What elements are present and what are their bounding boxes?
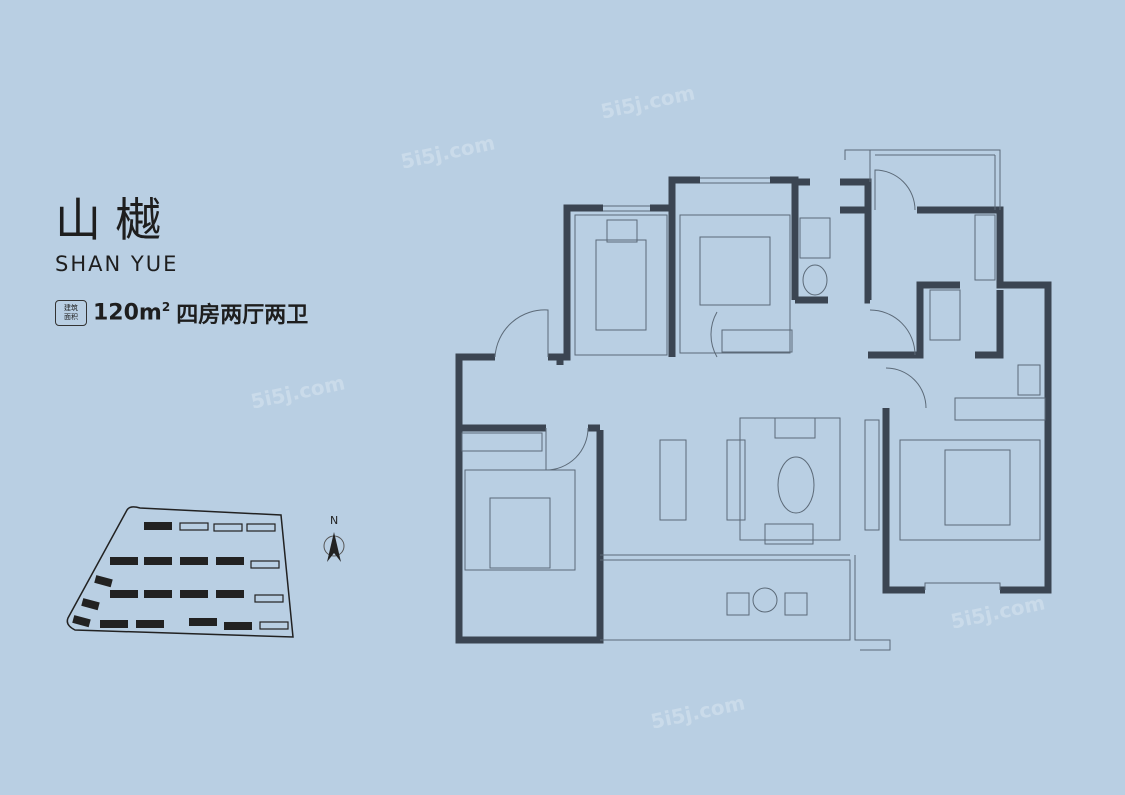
fixtures [461,149,1046,651]
badge-line2: 面积 [64,313,78,321]
area-sup: 2 [161,300,171,315]
project-title-cn: 山樾 [55,193,175,247]
walls [455,176,1052,644]
area-badge: 建筑 面积 [55,300,87,326]
project-title-en: SHAN YUE [55,252,179,276]
compass-label: N [330,514,338,527]
badge-line1: 建筑 [64,304,78,312]
layout-text: 四房两厅两卫 [176,303,309,328]
area-number: 120m [93,300,162,326]
site-plan [66,506,294,638]
north-compass-icon: N [323,514,345,562]
unit-spec: 建筑 面积 120m2 四房两厅两卫 [55,297,308,329]
area-value: 120m2 [93,300,170,325]
